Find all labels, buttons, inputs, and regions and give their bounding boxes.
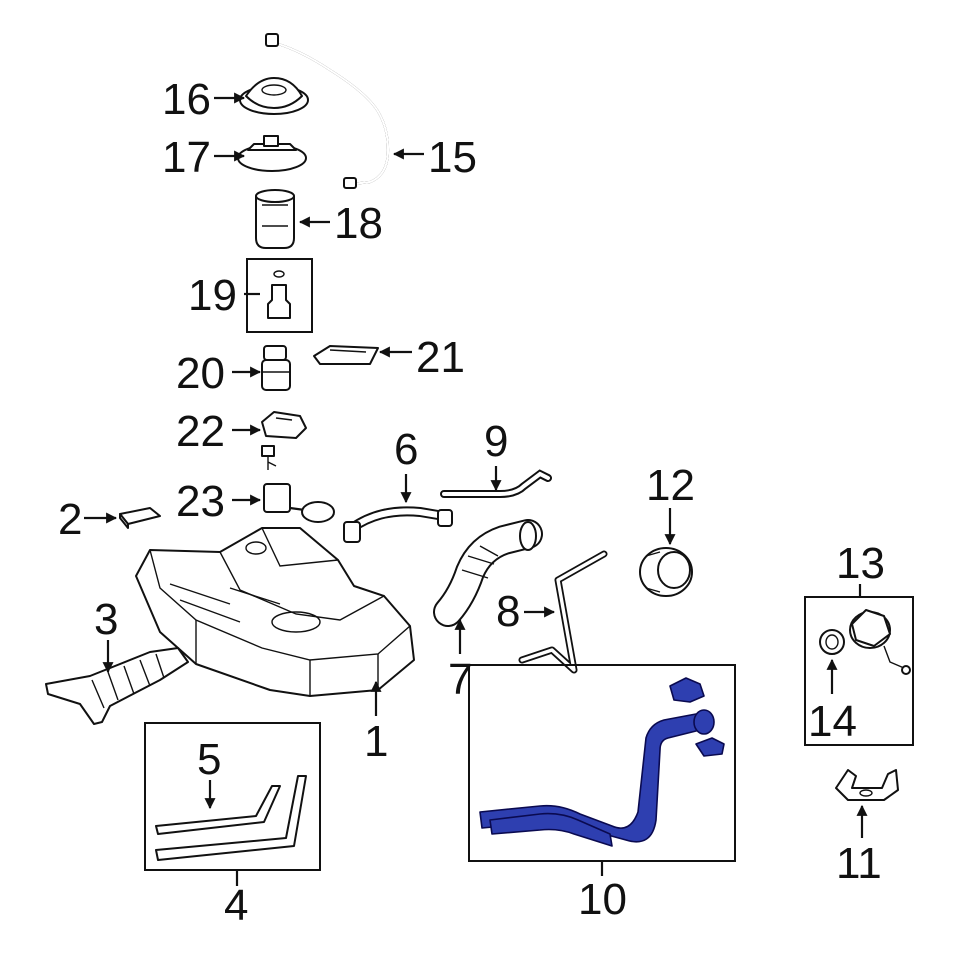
- callout-19: 19: [188, 271, 237, 320]
- callout-10: 10: [578, 875, 627, 924]
- part-2-drawing: [119, 507, 161, 529]
- part-23-drawing: [261, 445, 335, 523]
- callout-7: 7: [448, 655, 472, 704]
- callout-labels: 16 17 15 18 19 20 21 22 23 2 3 5 4 1 6 9…: [58, 75, 885, 930]
- callout-12: 12: [646, 461, 695, 510]
- callout-14: 14: [808, 697, 857, 746]
- callout-2: 2: [58, 495, 82, 544]
- callout-11: 11: [836, 839, 882, 888]
- callout-23: 23: [176, 477, 225, 526]
- callout-17: 17: [162, 133, 211, 182]
- part-6-drawing: [343, 506, 453, 543]
- part-10-drawing: [468, 664, 736, 862]
- part-15-drawing: [265, 33, 390, 189]
- callout-5: 5: [197, 735, 221, 784]
- part-22-drawing: [261, 411, 307, 439]
- part-3-drawing: [45, 647, 189, 725]
- part-11-drawing: [835, 769, 899, 801]
- callout-21: 21: [416, 333, 465, 382]
- filler-pipe-highlight: [479, 677, 725, 847]
- part-17-drawing: [237, 135, 307, 172]
- part-21-drawing: [313, 345, 379, 365]
- part-19-kit-box: [246, 258, 313, 333]
- part-16-drawing: [239, 77, 309, 115]
- part-20-drawing: [261, 345, 291, 391]
- callout-3: 3: [94, 595, 118, 644]
- callout-1: 1: [364, 717, 388, 766]
- part-1-drawing: [135, 527, 415, 697]
- leader-lines: [84, 92, 868, 886]
- callout-20: 20: [176, 349, 225, 398]
- callout-15: 15: [428, 133, 477, 182]
- part-8-drawing: [518, 550, 608, 674]
- part-4-drawing: [144, 722, 321, 871]
- part-12-drawing: [639, 547, 693, 597]
- part-19-drawing: [246, 258, 313, 333]
- callout-9: 9: [484, 417, 508, 466]
- part-18-drawing: [255, 189, 295, 249]
- part-14-drawing: [819, 629, 845, 655]
- part-7-drawing: [433, 519, 543, 627]
- callout-16: 16: [162, 75, 211, 124]
- part-9-drawing: [440, 469, 552, 498]
- callout-4: 4: [224, 881, 248, 930]
- part-4-kit-box: [144, 722, 321, 871]
- callout-22: 22: [176, 407, 225, 456]
- callout-18: 18: [334, 199, 383, 248]
- callout-8: 8: [496, 587, 520, 636]
- callout-13: 13: [836, 539, 885, 588]
- callout-6: 6: [394, 425, 418, 474]
- part-13-drawing: [804, 596, 914, 746]
